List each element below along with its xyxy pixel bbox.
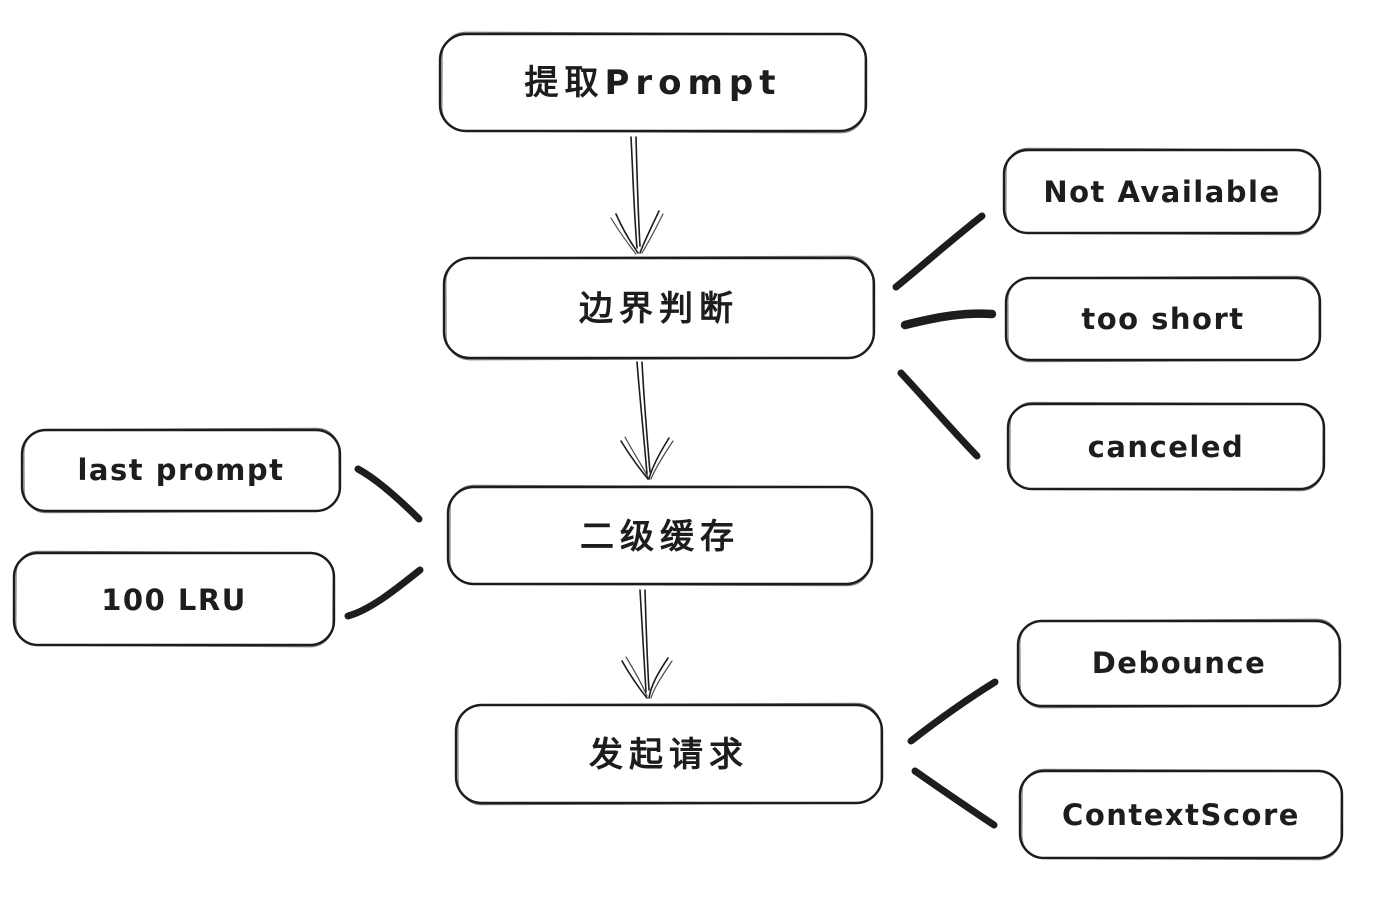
down-arrow-cache-to-request (621, 589, 673, 699)
node-l2-cache: 二级缓存 (446, 484, 874, 587)
connector-100-lru-to-cache (344, 566, 424, 620)
node-context-score-label: ContextScore (1062, 798, 1300, 832)
node-not-available-label: Not Available (1043, 175, 1280, 209)
connector-request-to-debounce (907, 678, 999, 745)
connector-boundary-to-not-available (892, 212, 986, 291)
node-too-short: too short (1004, 275, 1322, 363)
connector-boundary-to-canceled (897, 369, 981, 460)
down-arrow-boundary-to-cache (620, 361, 674, 480)
node-extract-prompt-label: 提取Prompt (524, 63, 781, 103)
node-send-request: 发起请求 (454, 702, 884, 806)
node-last-prompt-label: last prompt (77, 453, 284, 487)
connector-boundary-to-too-short (900, 309, 997, 330)
node-extract-prompt: 提取Prompt (438, 31, 868, 134)
connector-last-prompt-to-cache (354, 465, 423, 523)
node-boundary-check: 边界判断 (442, 255, 876, 361)
node-debounce: Debounce (1016, 618, 1342, 709)
node-not-available: Not Available (1002, 147, 1322, 236)
node-100-lru-label: 100 LRU (101, 583, 247, 617)
node-last-prompt: last prompt (20, 427, 342, 514)
node-context-score: ContextScore (1018, 768, 1344, 861)
node-boundary-check-label: 边界判断 (579, 289, 739, 329)
node-canceled-label: canceled (1088, 430, 1245, 464)
down-arrow-extract-to-boundary (610, 136, 664, 255)
node-debounce-label: Debounce (1092, 646, 1267, 680)
node-send-request-label: 发起请求 (589, 735, 749, 775)
connector-request-to-context-score (911, 767, 998, 829)
node-too-short-label: too short (1081, 302, 1244, 336)
node-l2-cache-label: 二级缓存 (580, 517, 740, 557)
node-canceled: canceled (1006, 401, 1326, 492)
node-100-lru: 100 LRU (12, 550, 336, 648)
